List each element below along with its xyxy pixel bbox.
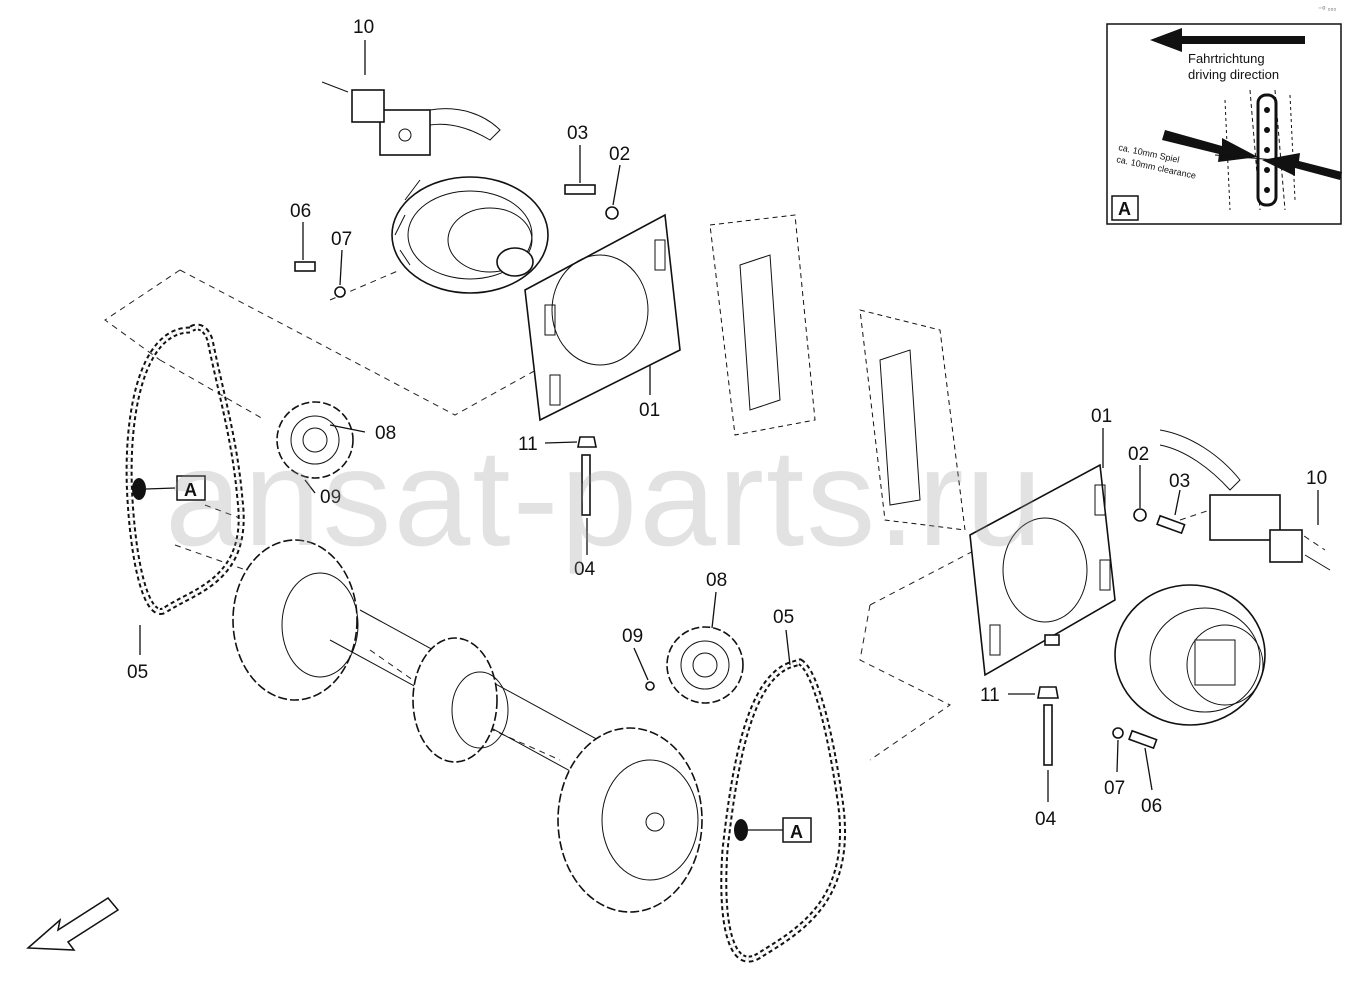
left-mounting-plate	[524, 213, 681, 422]
detail-line2: driving direction	[1188, 67, 1279, 82]
left-tensioner-plates	[709, 214, 966, 531]
callout-01-right: 01	[1091, 406, 1112, 427]
leader-lines	[139, 40, 1319, 831]
right-valve-block	[1159, 429, 1331, 571]
callout-11-left: 11	[518, 434, 538, 455]
orientation-arrow-icon	[26, 897, 120, 951]
callout-04-right: 04	[1035, 809, 1057, 830]
callout-03-left: 03	[567, 123, 588, 144]
left-valve-block	[321, 81, 501, 156]
left-hydraulic-motor	[391, 176, 549, 294]
detail-box-a: Fahrtrichtung driving direction ca. 10mm…	[1106, 23, 1342, 225]
corner-mark: ⁻⁰ ▫▫▫	[1318, 5, 1336, 14]
left-bolt-set	[294, 184, 619, 516]
callout-08-left: 08	[375, 423, 396, 444]
callout-06-right: 06	[1141, 796, 1162, 817]
right-bolt-set	[1037, 508, 1186, 766]
callout-09-mid: 09	[622, 626, 643, 647]
callout-10-left: 10	[353, 17, 374, 38]
mid-small-sprocket	[645, 626, 744, 704]
left-drive-chain	[125, 323, 245, 615]
callout-07-left: 07	[331, 229, 352, 250]
detail-tag: A	[1118, 199, 1131, 219]
callout-02-right: 02	[1128, 444, 1149, 465]
callout-10-right: 10	[1306, 468, 1327, 489]
callout-01-left: 01	[639, 400, 660, 421]
callout-04-left: 04	[574, 559, 596, 580]
pinch-arrow-left-icon	[1162, 130, 1258, 162]
callout-05-left: 05	[127, 662, 148, 683]
callout-08-mid: 08	[706, 570, 727, 591]
marker-a-left: A	[176, 475, 206, 501]
left-arrow-icon	[1150, 28, 1305, 52]
callout-numbers: 10 03 02 06 07 08 09 11 01 04 05 08 09 0…	[127, 17, 1327, 830]
detail-line1: Fahrtrichtung	[1188, 51, 1265, 66]
mid-drive-chain	[720, 658, 846, 963]
callout-06-left: 06	[290, 201, 311, 222]
callout-02-left: 02	[609, 144, 630, 165]
marker-a-left-label: A	[184, 480, 197, 500]
pinch-arrow-right-icon	[1262, 153, 1342, 180]
watermark: ansat-parts.ru	[165, 421, 1044, 575]
right-hydraulic-motor	[1114, 584, 1266, 726]
main-sprocket-shaft	[232, 539, 703, 913]
callout-11-right: 11	[980, 685, 1000, 706]
marker-a-mid: A	[782, 817, 812, 843]
callout-07-right: 07	[1104, 778, 1125, 799]
marker-a-mid-label: A	[790, 822, 803, 842]
callout-05-mid: 05	[773, 607, 794, 628]
left-small-sprocket	[276, 401, 354, 479]
callout-09-left: 09	[320, 487, 341, 508]
right-mounting-plate	[969, 463, 1116, 677]
callout-03-right: 03	[1169, 471, 1190, 492]
